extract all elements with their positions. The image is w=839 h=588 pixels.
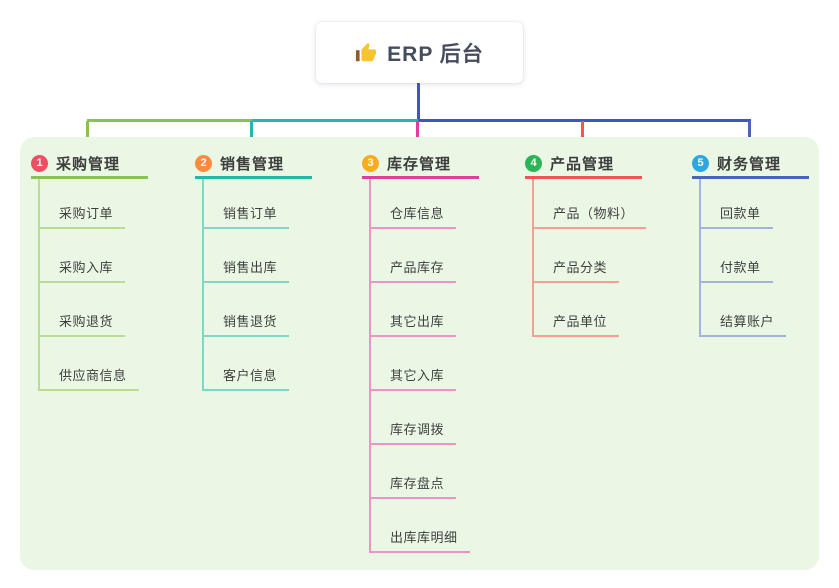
child-node[interactable]: 销售出库 <box>204 229 312 283</box>
child-node-label: 供应商信息 <box>40 365 139 391</box>
child-node[interactable]: 库存调拨 <box>371 391 479 445</box>
child-node-label: 销售退货 <box>204 311 290 337</box>
child-node-label: 产品库存 <box>371 257 457 283</box>
child-node[interactable]: 仓库信息 <box>371 179 479 229</box>
branch-drop-line-1 <box>86 121 89 149</box>
child-node-label: 付款单 <box>701 257 773 283</box>
child-node-label: 产品单位 <box>534 311 620 337</box>
child-node[interactable]: 付款单 <box>701 229 809 283</box>
root-node[interactable]: ERP 后台 <box>316 22 523 83</box>
child-node-label: 采购入库 <box>40 257 126 283</box>
child-node[interactable]: 回款单 <box>701 179 809 229</box>
child-node-label: 其它入库 <box>371 365 457 391</box>
child-node-label: 结算账户 <box>701 311 787 337</box>
root-connector-line <box>417 83 420 121</box>
branch-title-node[interactable]: 1 采购管理 <box>31 150 148 179</box>
child-node-label: 销售出库 <box>204 257 290 283</box>
child-node-label: 采购订单 <box>40 203 126 229</box>
branch-1: 1 采购管理 采购订单采购入库采购退货供应商信息 <box>31 150 148 391</box>
branch-drop-line-4 <box>581 121 584 149</box>
bus-segment-green <box>87 119 252 122</box>
child-node[interactable]: 产品分类 <box>534 229 646 283</box>
child-node-label: 采购退货 <box>40 311 126 337</box>
mindmap-panel: 1 采购管理 采购订单采购入库采购退货供应商信息 2 销售管理 销售订单销售出库… <box>20 137 819 570</box>
child-node-label: 其它出库 <box>371 311 457 337</box>
child-node-label: 出库库明细 <box>371 527 470 553</box>
branch-children: 产品（物料） 产品分类产品单位 <box>532 179 647 337</box>
branch-5: 5 财务管理 回款单付款单结算账户 <box>692 150 809 337</box>
child-node[interactable]: 采购入库 <box>40 229 148 283</box>
child-node-label: 产品（物料） <box>534 203 647 229</box>
child-node[interactable]: 其它入库 <box>371 337 479 391</box>
child-node[interactable]: 产品库存 <box>371 229 479 283</box>
child-node-label: 客户信息 <box>204 365 290 391</box>
branch-number-badge: 3 <box>362 154 379 172</box>
child-node[interactable]: 采购订单 <box>40 179 148 229</box>
child-node-label: 回款单 <box>701 203 773 229</box>
branch-3: 3 库存管理 仓库信息产品库存其它出库其它入库库存调拨库存盘点出库库明细 <box>362 150 479 553</box>
thumbs-up-icon <box>356 42 377 61</box>
branch-drop-line-5 <box>748 121 751 149</box>
child-node[interactable]: 产品单位 <box>534 283 646 337</box>
child-node-label: 销售订单 <box>204 203 290 229</box>
branch-title-label: 采购管理 <box>56 155 121 173</box>
root-node-label: ERP 后台 <box>387 42 484 66</box>
branch-title-label: 销售管理 <box>220 155 285 173</box>
branch-title-label: 财务管理 <box>717 155 782 173</box>
branch-children: 回款单付款单结算账户 <box>699 179 809 337</box>
child-node[interactable]: 采购退货 <box>40 283 148 337</box>
branch-number-badge: 1 <box>31 154 48 172</box>
child-node[interactable]: 结算账户 <box>701 283 809 337</box>
child-node[interactable]: 客户信息 <box>204 337 312 391</box>
child-node[interactable]: 库存盘点 <box>371 445 479 499</box>
child-node[interactable]: 其它出库 <box>371 283 479 337</box>
branch-title-node[interactable]: 2 销售管理 <box>195 150 312 179</box>
branch-number-badge: 4 <box>525 154 542 172</box>
child-node-label: 库存调拨 <box>371 419 457 445</box>
child-node[interactable]: 供应商信息 <box>40 337 148 391</box>
branch-title-node[interactable]: 3 库存管理 <box>362 150 479 179</box>
bus-segment-teal <box>252 119 418 122</box>
branch-number-badge: 2 <box>195 154 212 172</box>
branch-drop-line-2 <box>250 121 253 149</box>
branch-4: 4 产品管理 产品（物料） 产品分类产品单位 <box>525 150 647 337</box>
child-node-label: 仓库信息 <box>371 203 457 229</box>
branch-children: 仓库信息产品库存其它出库其它入库库存调拨库存盘点出库库明细 <box>369 179 479 553</box>
branch-children: 采购订单采购入库采购退货供应商信息 <box>38 179 148 391</box>
branch-title-node[interactable]: 4 产品管理 <box>525 150 642 179</box>
branch-children: 销售订单销售出库销售退货客户信息 <box>202 179 312 391</box>
bus-segment-blue <box>418 119 751 122</box>
child-node[interactable]: 出库库明细 <box>371 499 479 553</box>
branch-2: 2 销售管理 销售订单销售出库销售退货客户信息 <box>195 150 312 391</box>
child-node[interactable]: 销售退货 <box>204 283 312 337</box>
child-node[interactable]: 销售订单 <box>204 179 312 229</box>
branch-drop-line-3 <box>416 121 419 149</box>
branch-title-label: 库存管理 <box>387 155 452 173</box>
branch-title-node[interactable]: 5 财务管理 <box>692 150 809 179</box>
child-node[interactable]: 产品（物料） <box>534 179 647 229</box>
branch-title-label: 产品管理 <box>550 155 615 173</box>
branch-number-badge: 5 <box>692 154 709 172</box>
child-node-label: 库存盘点 <box>371 473 457 499</box>
child-node-label: 产品分类 <box>534 257 620 283</box>
